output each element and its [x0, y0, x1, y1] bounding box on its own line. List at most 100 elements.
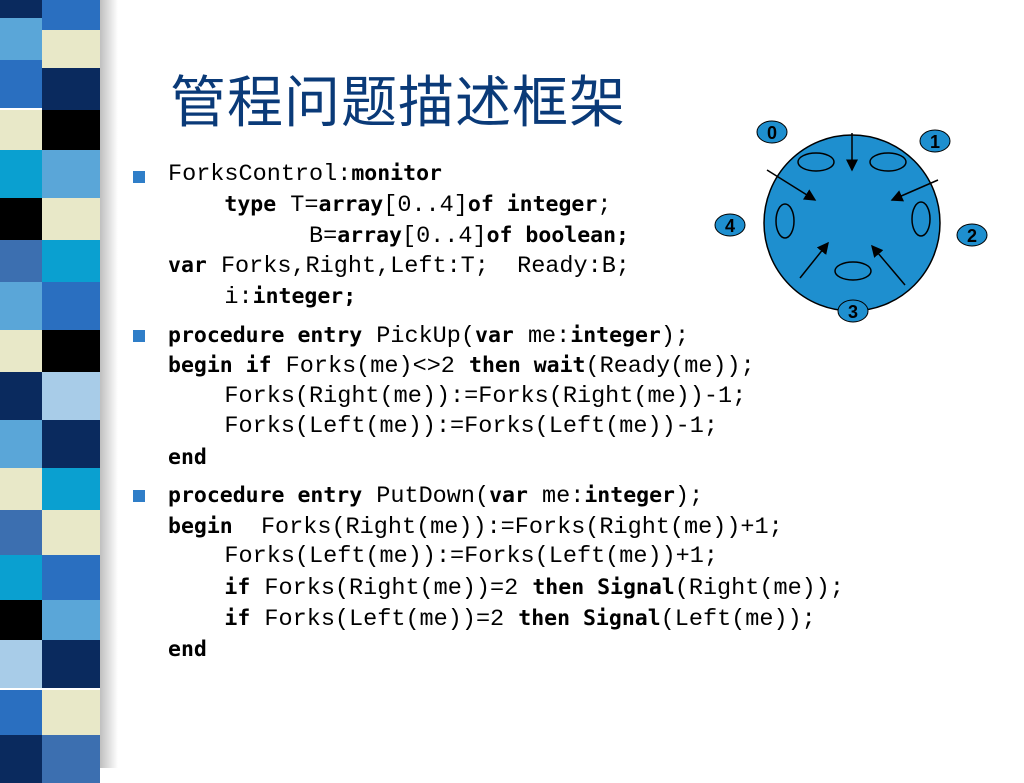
- code-text: (Left(me));: [660, 606, 816, 633]
- code-keyword: if: [224, 575, 251, 600]
- stripe-band: [42, 690, 100, 738]
- plate-left: [775, 203, 795, 239]
- code-text: );: [660, 323, 690, 350]
- stripe-band: [0, 468, 42, 516]
- stripe-band: [42, 510, 100, 558]
- code-keyword: var: [475, 323, 514, 348]
- fork-arrow-bottom-left: [799, 241, 829, 279]
- fork-arrow-right: [890, 179, 939, 202]
- stripe-band: [0, 150, 42, 198]
- stripe-band: [0, 420, 42, 468]
- code-keyword: integer: [570, 323, 661, 348]
- code-keyword: then wait: [469, 353, 586, 378]
- code-keyword: of integer: [467, 192, 598, 217]
- bullet-3: [133, 490, 145, 502]
- code-keyword: array: [337, 223, 402, 248]
- code-text: [0..4]: [401, 223, 487, 250]
- label-badge-2: [956, 223, 988, 247]
- code-keyword: monitor: [351, 161, 442, 186]
- fork-arrow-bottom-right: [871, 244, 906, 286]
- stripe-band: [42, 282, 100, 330]
- code-text: PutDown(: [362, 483, 490, 510]
- dining-philosophers-diagram: 0 1 2 3 4: [714, 120, 988, 323]
- code-line: begin Forks(Right(me)):=Forks(Right(me))…: [168, 513, 783, 542]
- stripe-band: [42, 330, 100, 378]
- plate-top-left: [797, 152, 835, 172]
- code-text: PickUp(: [362, 323, 475, 350]
- code-keyword: type: [224, 192, 277, 217]
- code-line: var Forks,Right,Left:T; Ready:B;: [168, 252, 630, 281]
- code-line: i:integer;: [168, 283, 356, 312]
- stripe-band: [0, 640, 42, 688]
- stripe-band: [42, 555, 100, 603]
- stripe-band: [0, 18, 42, 66]
- code-keyword: end: [168, 637, 207, 662]
- code-line: B=array[0..4]of boolean;: [168, 222, 629, 251]
- code-text: me:: [513, 323, 571, 350]
- code-text: Forks(Left(me)):=Forks(Left(me))-1;: [168, 413, 718, 440]
- code-line: if Forks(Left(me))=2 then Signal(Left(me…: [168, 605, 816, 634]
- code-keyword: then Signal: [518, 606, 661, 631]
- code-line: type T=array[0..4]of integer;: [168, 191, 611, 220]
- code-text: T=: [276, 192, 319, 219]
- stripe-band: [42, 420, 100, 468]
- stripe-band: [0, 555, 42, 603]
- label-badge-3: [837, 299, 869, 323]
- code-line: ForksControl:monitor: [168, 160, 442, 189]
- code-keyword: procedure entry: [168, 323, 363, 348]
- stripe-band: [42, 240, 100, 288]
- code-line: procedure entry PickUp(var me:integer);: [168, 322, 689, 351]
- code-line: procedure entry PutDown(var me:integer);: [168, 482, 703, 511]
- code-keyword: var: [489, 483, 528, 508]
- code-line: Forks(Right(me)):=Forks(Right(me))-1;: [168, 383, 746, 411]
- code-text: (Right(me));: [674, 575, 844, 602]
- code-text: Forks(Left(me))=2: [250, 606, 519, 633]
- code-text: Forks(Right(me)):=Forks(Right(me))-1;: [168, 383, 747, 410]
- code-text: [168, 192, 224, 219]
- plate-right: [911, 201, 931, 237]
- code-text: );: [674, 483, 704, 510]
- label-badge-4: [714, 213, 746, 237]
- label-badge-1: [919, 129, 951, 153]
- code-keyword: begin if: [168, 353, 272, 378]
- stripe-band: [0, 282, 42, 330]
- code-line: if Forks(Right(me))=2 then Signal(Right(…: [168, 574, 844, 603]
- code-text: [0..4]: [383, 192, 468, 219]
- stripe-band: [0, 198, 42, 246]
- code-line: end: [168, 636, 207, 665]
- code-text: Forks(Left(me)):=Forks(Left(me))+1;: [168, 543, 718, 570]
- fork-arrow-left: [766, 169, 817, 201]
- stripe-band: [42, 640, 100, 688]
- label-4: 4: [725, 216, 735, 236]
- code-text: Forks,Right,Left:T; Ready:B;: [206, 253, 630, 280]
- stripe-band: [0, 372, 42, 420]
- code-text: Forks(Right(me)):=Forks(Right(me))+1;: [232, 514, 783, 541]
- code-keyword: if: [224, 606, 251, 631]
- code-text: ForksControl:: [168, 161, 352, 188]
- code-text: ;: [597, 192, 612, 219]
- code-line: Forks(Left(me)):=Forks(Left(me))+1;: [168, 543, 718, 571]
- code-text: Forks(Right(me))=2: [250, 575, 533, 602]
- code-keyword: integer: [584, 483, 675, 508]
- code-text: [168, 575, 224, 602]
- stripe-band: [0, 690, 42, 738]
- label-0: 0: [767, 123, 777, 143]
- stripe-shadow: [100, 0, 118, 768]
- code-keyword: integer;: [252, 284, 357, 309]
- code-keyword: of boolean;: [486, 223, 629, 248]
- bullet-2: [133, 330, 145, 342]
- code-keyword: end: [168, 445, 207, 470]
- slide-title: 管程问题描述框架: [170, 71, 626, 136]
- stripe-band: [0, 510, 42, 558]
- label-3: 3: [848, 302, 858, 322]
- code-keyword: procedure entry: [168, 483, 363, 508]
- stripe-band: [42, 198, 100, 246]
- label-2: 2: [967, 226, 977, 246]
- bullet-1: [133, 171, 145, 183]
- stripe-band: [0, 330, 42, 378]
- label-badge-0: [756, 120, 788, 144]
- code-text: i:: [168, 284, 253, 311]
- code-keyword: var: [168, 253, 207, 278]
- code-text: me:: [527, 483, 585, 510]
